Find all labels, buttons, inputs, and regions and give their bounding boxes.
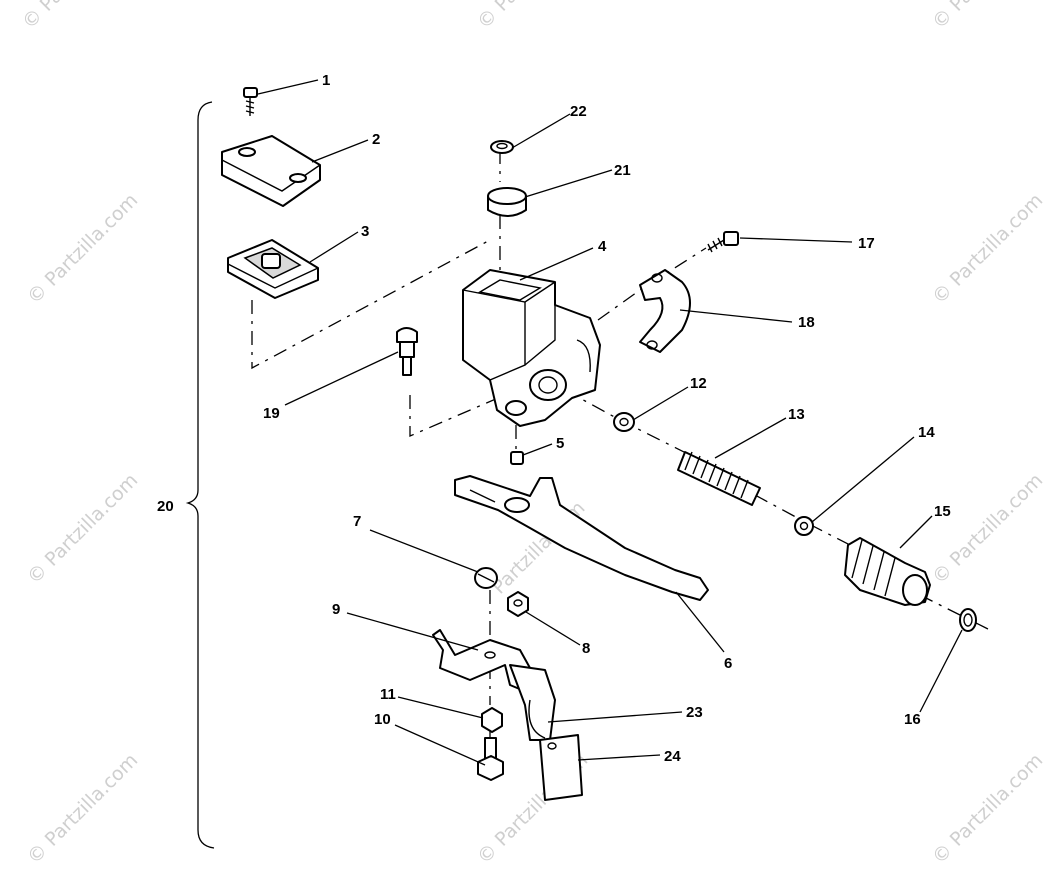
watermark-top-left: © Partzilla.com — [18, 0, 137, 34]
callout-16: 16 — [904, 711, 921, 728]
callout-20: 20 — [157, 498, 174, 515]
callout-24: 24 — [664, 748, 681, 765]
callout-12: 12 — [690, 375, 707, 392]
part-1-cover-screw — [243, 87, 258, 116]
part-16-snap-ring — [959, 608, 977, 632]
callout-9: 9 — [332, 601, 340, 618]
watermark-lower-left: © Partzilla.com — [23, 469, 142, 588]
part-2-reservoir-cover — [221, 135, 321, 207]
part-3-diaphragm — [227, 239, 319, 299]
part-23-switch — [509, 664, 556, 741]
part-5-set-screw — [510, 451, 524, 465]
callout-5: 5 — [556, 435, 564, 452]
callout-21: 21 — [614, 162, 631, 179]
callout-19: 19 — [263, 405, 280, 422]
callout-23: 23 — [686, 704, 703, 721]
callout-13: 13 — [788, 406, 805, 423]
part-12-washer — [613, 412, 635, 432]
callout-17: 17 — [858, 235, 875, 252]
part-4-master-cylinder — [462, 269, 601, 427]
callout-18: 18 — [798, 314, 815, 331]
watermark-upper-right: © Partzilla.com — [928, 189, 1047, 308]
callout-11: 11 — [380, 686, 396, 703]
callout-7: 7 — [353, 513, 361, 530]
callout-4: 4 — [598, 238, 607, 255]
watermark-bottom-right: © Partzilla.com — [928, 749, 1047, 868]
watermark-top-center: © Partzilla.com — [473, 0, 592, 34]
leader-lines — [257, 79, 963, 766]
assembly-bracket — [185, 101, 215, 849]
callout-1: 1 — [322, 72, 330, 89]
callout-3: 3 — [361, 223, 369, 240]
part-17-clamp-bolt — [707, 231, 739, 253]
callout-6: 6 — [724, 655, 732, 672]
part-6-brake-lever — [454, 475, 709, 601]
callout-14: 14 — [918, 424, 935, 441]
watermark-top-right: © Partzilla.com — [928, 0, 1047, 34]
part-14-washer — [794, 516, 814, 536]
callout-2: 2 — [372, 131, 380, 148]
part-21-boot — [487, 187, 527, 217]
part-15-piston — [844, 537, 931, 606]
watermark-upper-left: © Partzilla.com — [23, 189, 142, 308]
watermark-lower-right: © Partzilla.com — [928, 469, 1047, 588]
callout-10: 10 — [374, 711, 391, 728]
part-18-clamp — [639, 269, 691, 353]
part-13-spring — [677, 451, 761, 506]
part-10-switch-screw — [477, 737, 504, 781]
part-7-adjuster — [474, 567, 498, 589]
part-24-tag — [539, 734, 583, 801]
part-19-pivot-bolt — [396, 327, 418, 376]
callout-8: 8 — [582, 640, 590, 657]
part-8-nut — [507, 591, 529, 617]
callout-15: 15 — [934, 503, 951, 520]
watermark-bottom-left: © Partzilla.com — [23, 749, 142, 868]
part-22-washer — [490, 140, 514, 154]
part-11-nut — [481, 707, 503, 733]
callout-22: 22 — [570, 103, 587, 120]
callout-labels: 1 2 3 4 5 6 7 8 9 10 11 12 13 14 15 16 1… — [157, 72, 951, 765]
